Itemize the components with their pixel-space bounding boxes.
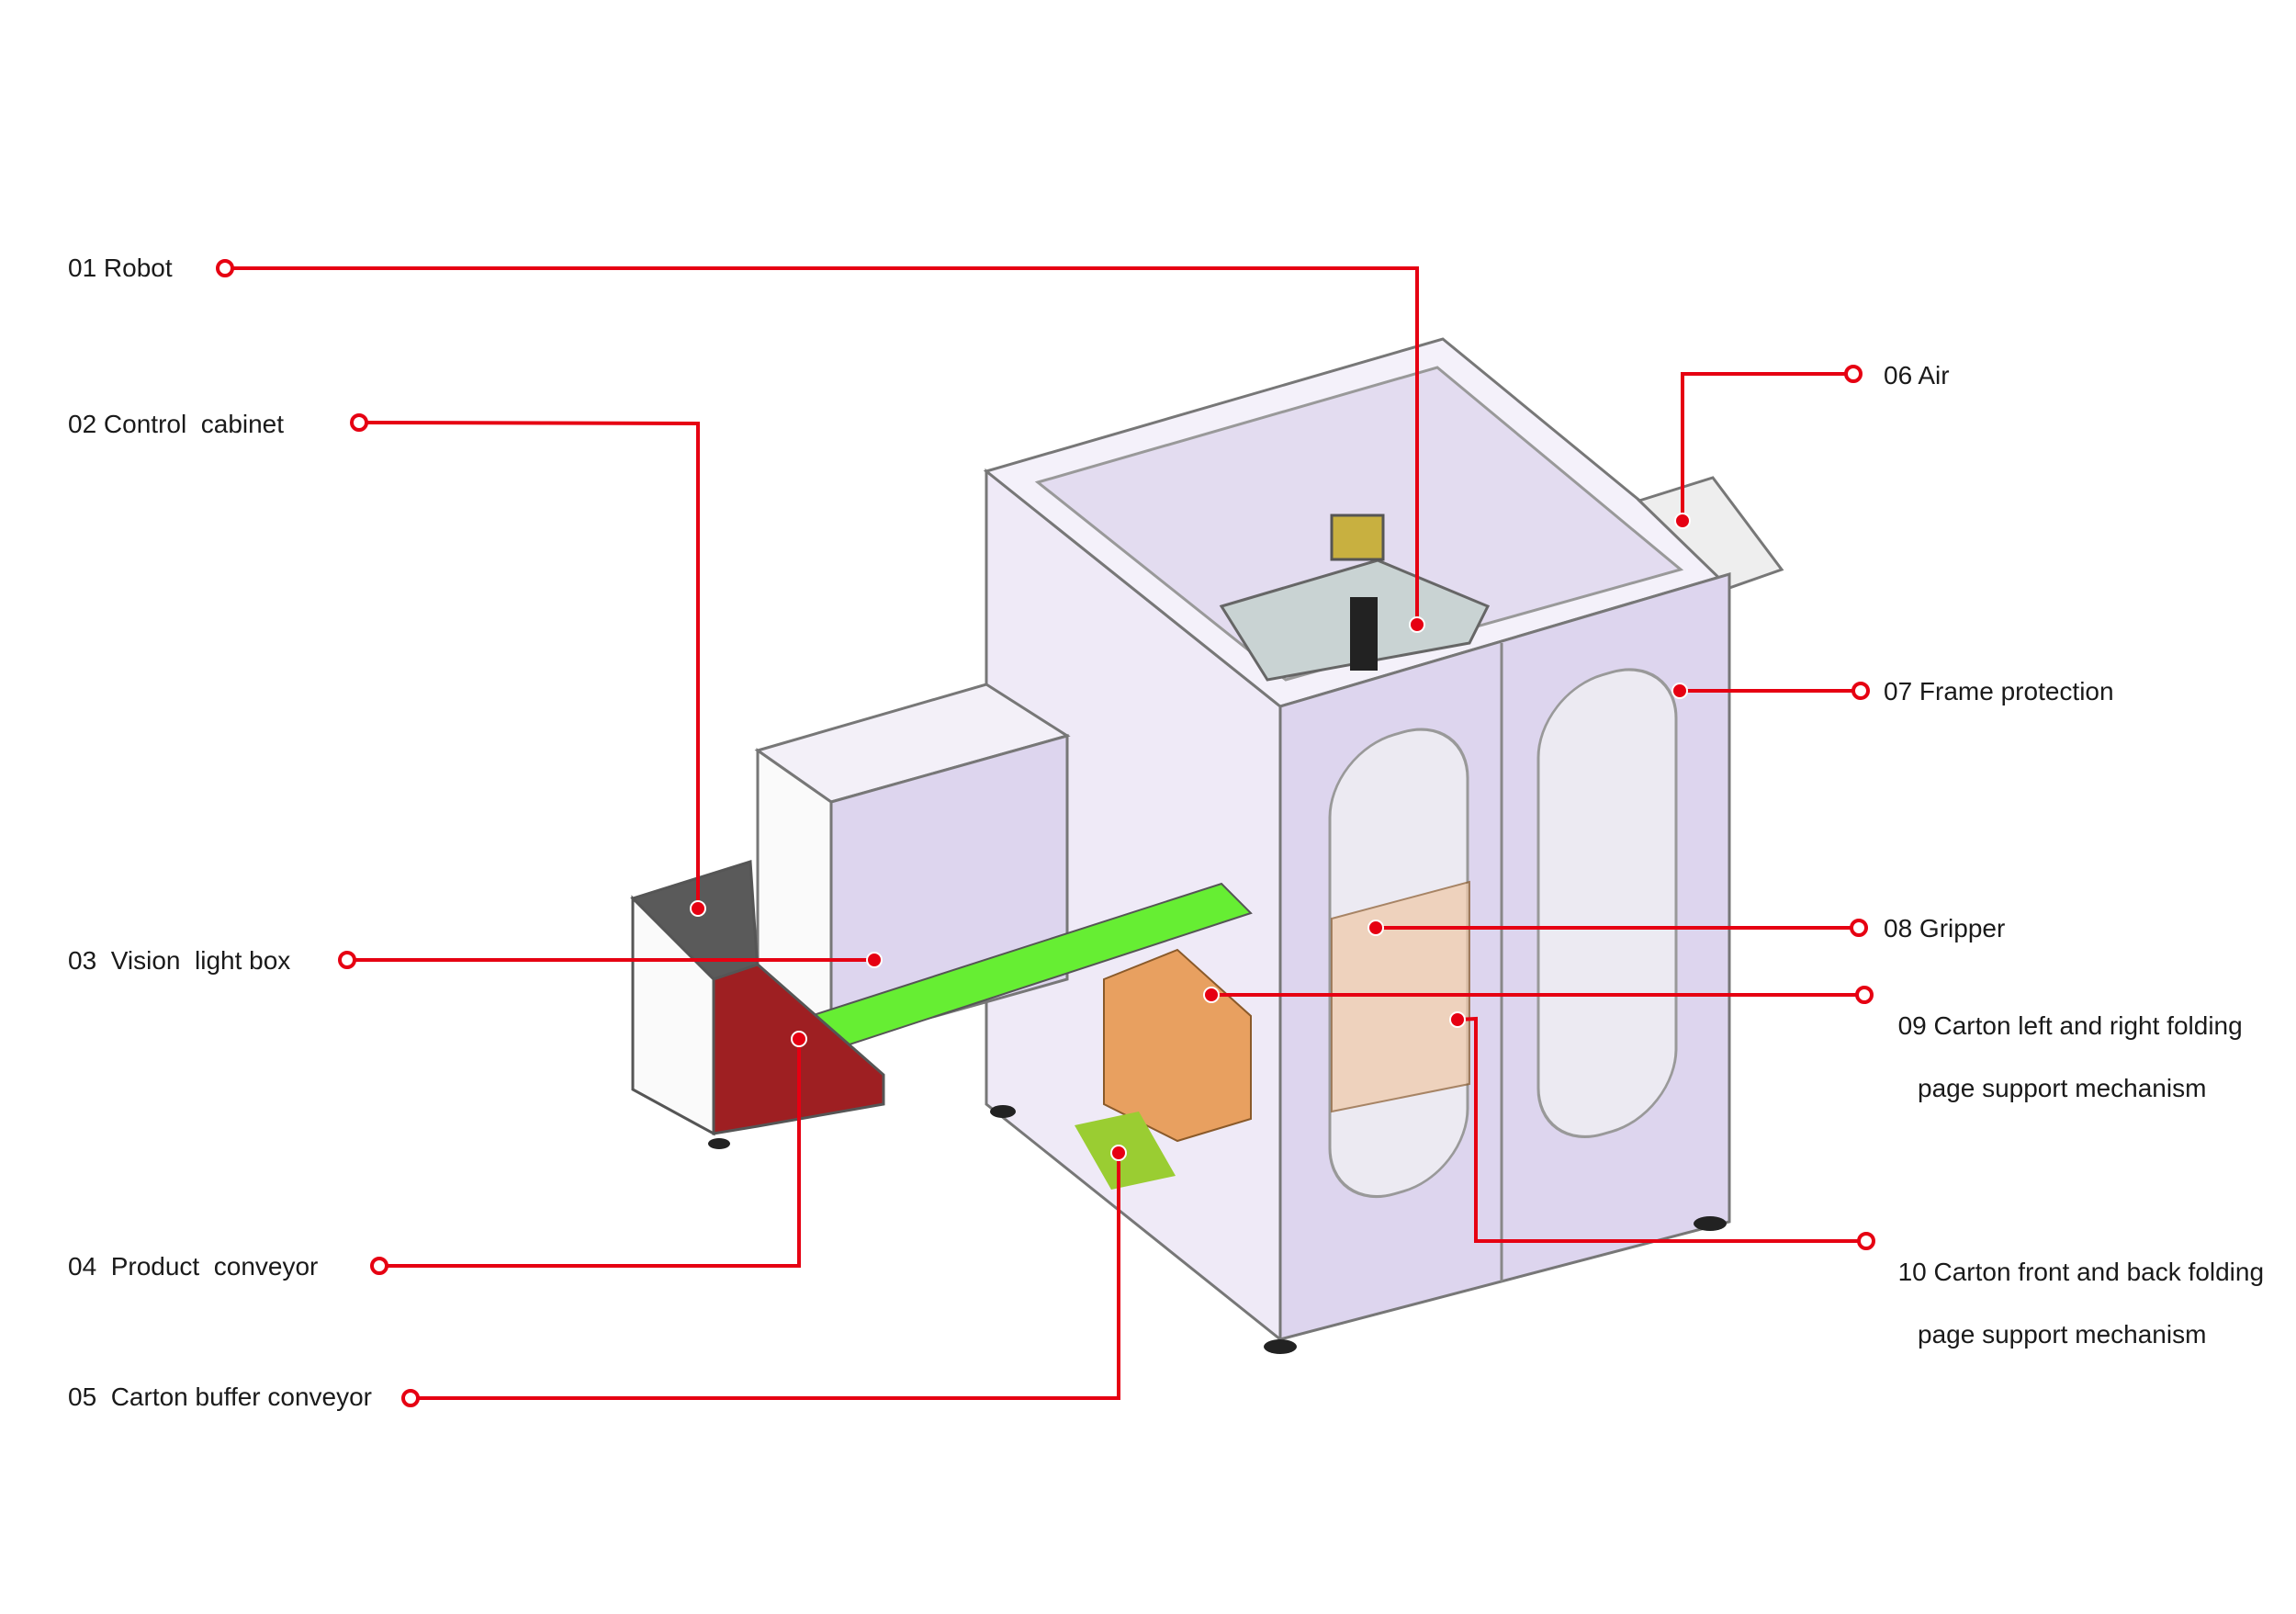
machine-feet [708,1105,1727,1354]
leader-04 [387,1039,801,1268]
callout-control-cabinet: 02 Control cabinet [68,410,285,438]
leader-05 [418,1153,1120,1400]
leader-lines [232,266,1859,1400]
callout-line-2: page support mechanism [1918,1074,2207,1102]
door-window-right [1536,668,1678,1139]
callout-line-1: 09 Carton left and right folding [1897,1011,2243,1040]
callout-product-conveyor: 04 Product conveyor [68,1252,319,1281]
leader-10 [1457,1016,1859,1243]
callout-air: 06 Air [1884,361,1950,389]
callout-left-right-folding: 09 Carton left and right folding page su… [1884,979,2243,1135]
robot [1219,514,1491,682]
leader-01 [232,266,1419,625]
leader-06 [1681,372,1846,521]
callout-vision-light-box: 03 Vision light box [68,946,291,975]
callout-gripper: 08 Gripper [1884,914,2006,942]
callout-line-1: 10 Carton front and back folding [1897,1258,2265,1286]
callout-carton-buffer-conveyor: 05 Carton buffer conveyor [68,1383,373,1411]
callout-front-back-folding: 10 Carton front and back folding page su… [1884,1225,2264,1382]
machine-frame [983,337,1784,1343]
control-panel [1637,476,1784,590]
leader-target-dots [690,513,1691,1161]
leader-open-circles [216,259,1875,1407]
callout-line-2: page support mechanism [1918,1320,2207,1349]
leader-02 [366,421,700,909]
callout-robot: 01 Robot [68,254,173,282]
callout-frame-protection: 07 Frame protection [1884,677,2114,705]
